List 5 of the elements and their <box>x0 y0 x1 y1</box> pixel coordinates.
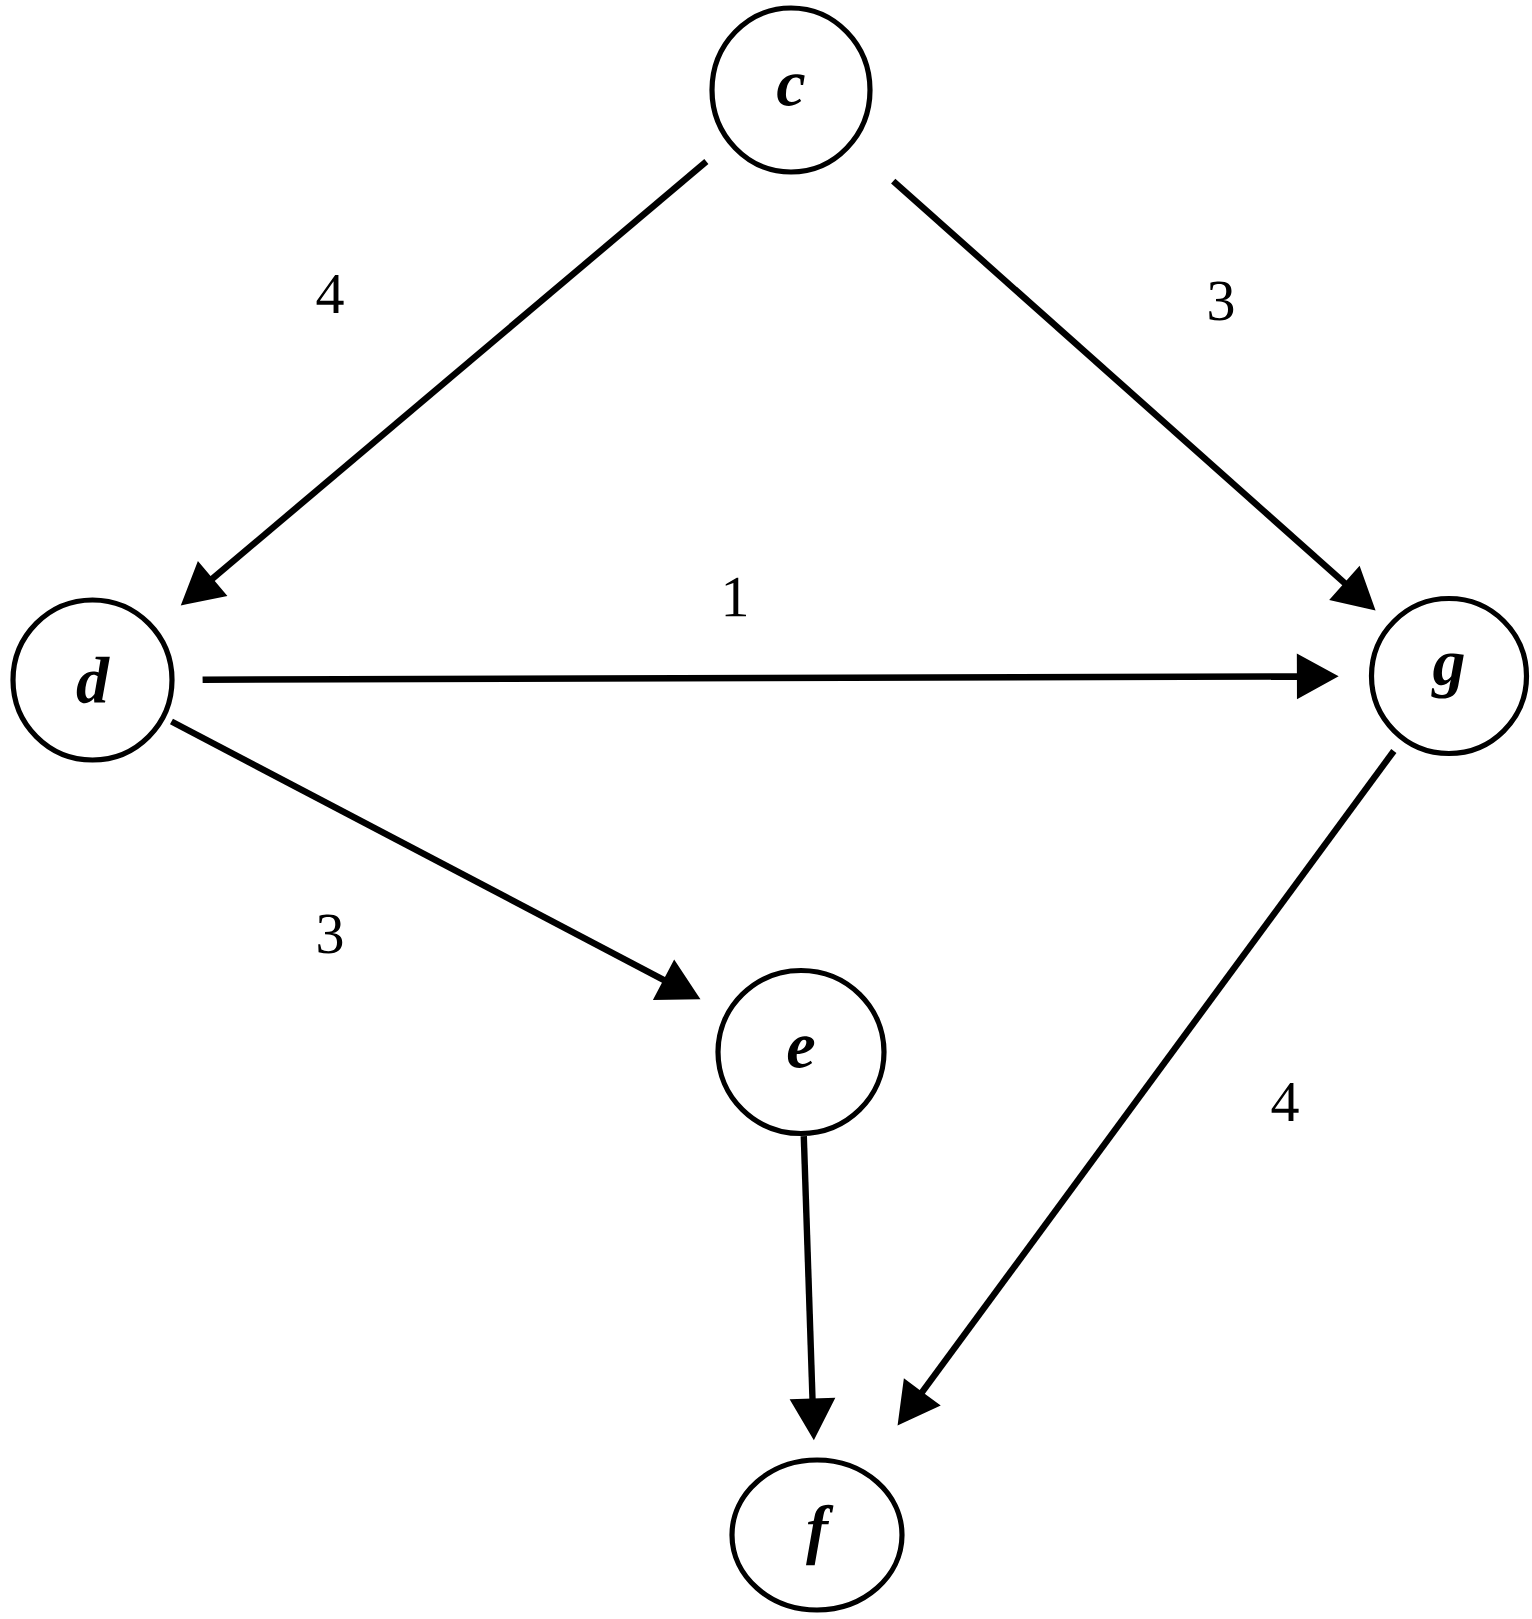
weight-label: 4 <box>316 274 344 314</box>
weight-label: 4 <box>1271 1082 1299 1122</box>
weight-label: 1 <box>725 577 746 617</box>
weight-label: 3 <box>318 914 343 954</box>
weight-label: 3 <box>1209 281 1234 321</box>
